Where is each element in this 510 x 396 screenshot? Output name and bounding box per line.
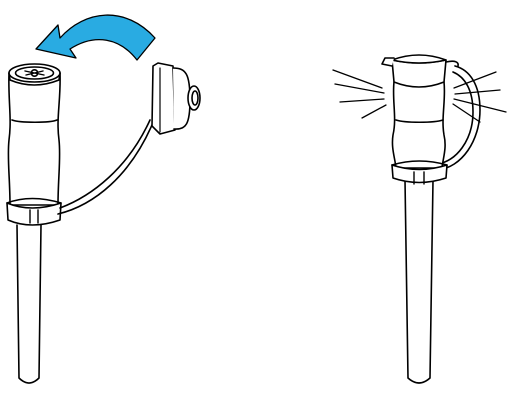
upper-body: [7, 72, 61, 206]
tether-strap: [436, 65, 481, 171]
click-sound-lines-icon: [332, 69, 507, 123]
lower-tube: [404, 179, 434, 384]
tube-opening: [8, 63, 61, 86]
upper-body: [391, 81, 446, 169]
closed-cap: [381, 54, 459, 88]
lower-tube: [16, 224, 42, 384]
panel-left-cap-opening: [6, 14, 201, 384]
curved-arrow-icon: [35, 14, 156, 61]
detached-cap: [151, 62, 201, 135]
collar-ring: [391, 160, 448, 185]
collar-ring: [6, 197, 62, 226]
tether-strap: [57, 119, 153, 215]
panel-right-cap-closed: [332, 54, 507, 384]
